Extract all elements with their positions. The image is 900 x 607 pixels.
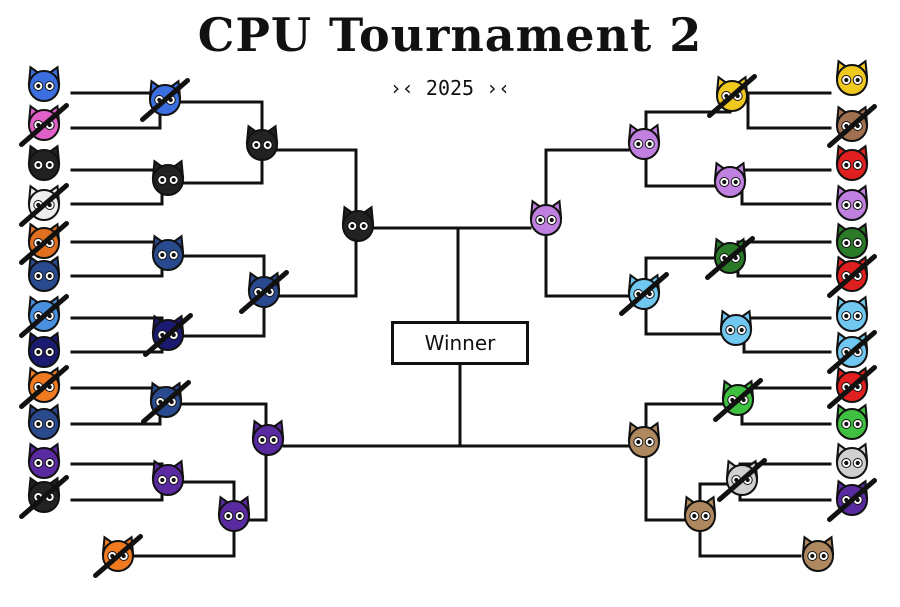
- right-grey-skull-entrant-icon: [835, 442, 869, 479]
- left-dark-blue-2-entrant-icon: [27, 403, 61, 440]
- right-r3-lavender-icon: [627, 123, 661, 160]
- year-label: ›‹ 2025 ›‹: [0, 76, 900, 100]
- right-green-entrant-icon: [835, 222, 869, 259]
- left-r2-purple-icon: [151, 459, 185, 496]
- right-semifinal-lavender-icon: [529, 199, 563, 236]
- eliminated-slash: [239, 270, 289, 314]
- eliminated-slash: [19, 475, 69, 519]
- left-r3-dark-blue-icon: [239, 270, 289, 314]
- eliminated-slash: [827, 254, 877, 298]
- left-final-purple-icon: [251, 419, 285, 456]
- eliminated-slash: [713, 378, 763, 422]
- eliminated-slash: [19, 294, 69, 338]
- left-black-bunny-entrant-icon: [19, 475, 69, 519]
- eliminated-slash: [19, 103, 69, 147]
- eliminated-slash: [717, 458, 767, 502]
- right-red-white-entrant-icon: [827, 365, 877, 409]
- left-r3-red-black-icon: [245, 124, 279, 161]
- right-final-tan-icon: [627, 421, 661, 458]
- left-r2-dark-blue-2-icon: [141, 380, 191, 424]
- right-brown-entrant-icon: [827, 104, 877, 148]
- left-light-blue-entrant-icon: [19, 294, 69, 338]
- left-r2-blue-icon: [140, 78, 190, 122]
- winner-box: Winner: [391, 321, 529, 365]
- eliminated-slash: [619, 272, 669, 316]
- eliminated-slash: [19, 183, 69, 227]
- eliminated-slash: [141, 380, 191, 424]
- left-purple-entrant-icon: [27, 442, 61, 479]
- year-deco-right: ›‹: [486, 76, 511, 100]
- year-deco-left: ›‹: [389, 76, 414, 100]
- right-r2-lime-icon: [713, 378, 763, 422]
- left-orange-black-entrant-icon: [19, 221, 69, 265]
- eliminated-slash: [19, 221, 69, 265]
- left-dark-blue-entrant-icon: [27, 255, 61, 292]
- left-r2-navy-icon: [143, 313, 193, 357]
- left-navy-entrant-icon: [27, 331, 61, 368]
- eliminated-slash: [93, 534, 143, 578]
- right-jester-entrant-icon: [827, 478, 877, 522]
- left-pink-cat-entrant-icon: [19, 103, 69, 147]
- left-r2-red-black-icon: [151, 159, 185, 196]
- right-r1-match-1: [746, 91, 832, 130]
- right-tan-mouse-entrant-icon: [801, 535, 835, 572]
- right-r3-tan-icon: [683, 495, 717, 532]
- right-lime-entrant-icon: [835, 403, 869, 440]
- eliminated-slash: [827, 330, 877, 374]
- right-dark-red-entrant-icon: [827, 254, 877, 298]
- left-orange-bear-entrant-icon: [19, 365, 69, 409]
- right-lavender-entrant-icon: [835, 184, 869, 221]
- eliminated-slash: [705, 236, 755, 280]
- right-r2-grey-icon: [717, 458, 767, 502]
- page-title: CPU Tournament 2: [197, 8, 703, 62]
- left-r2-dark-blue-icon: [151, 234, 185, 271]
- right-red-entrant-icon: [835, 144, 869, 181]
- right-r3-cyan-icon: [619, 272, 669, 316]
- eliminated-slash: [827, 365, 877, 409]
- left-blue-fox-entrant-icon: [27, 65, 61, 102]
- eliminated-slash: [827, 478, 877, 522]
- left-orange-mouse-entrant-icon: [93, 534, 143, 578]
- winner-label: Winner: [424, 331, 496, 355]
- left-red-black-entrant-icon: [27, 144, 61, 181]
- right-r2-yellow-icon: [707, 74, 757, 118]
- right-cyan-2-entrant-icon: [827, 330, 877, 374]
- eliminated-slash: [143, 313, 193, 357]
- eliminated-slash: [140, 78, 190, 122]
- year-text: 2025: [425, 76, 475, 100]
- right-r2-cyan-icon: [719, 309, 753, 346]
- left-r3-purple-icon: [217, 495, 251, 532]
- left-white-entrant-icon: [19, 183, 69, 227]
- right-r2-green-icon: [705, 236, 755, 280]
- eliminated-slash: [19, 365, 69, 409]
- right-r2-lavender-icon: [713, 161, 747, 198]
- right-cyan-entrant-icon: [835, 295, 869, 332]
- eliminated-slash: [707, 74, 757, 118]
- eliminated-slash: [827, 104, 877, 148]
- left-semifinal-red-black-icon: [341, 205, 375, 242]
- right-yellow-cat-entrant-icon: [835, 59, 869, 96]
